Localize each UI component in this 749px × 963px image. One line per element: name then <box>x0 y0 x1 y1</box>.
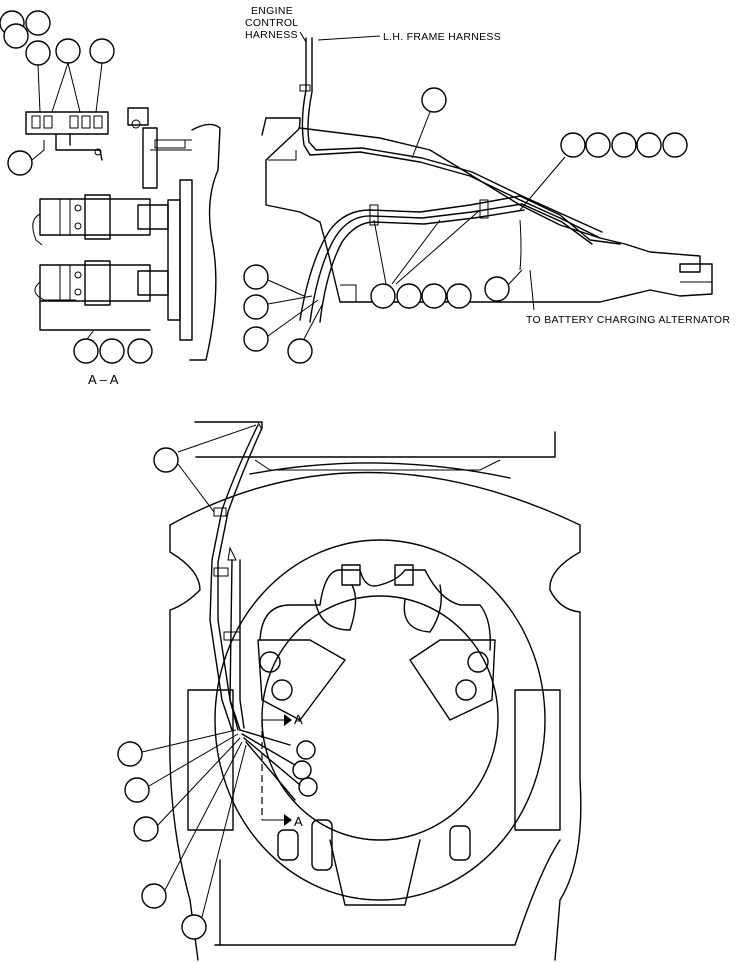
callout-balloon <box>243 326 269 352</box>
callout-balloon <box>560 132 586 158</box>
callout-balloon <box>243 294 269 320</box>
battery-charging-alternator-label: TO BATTERY CHARGING ALTERNATOR <box>526 314 730 326</box>
callout-balloon <box>7 150 33 176</box>
callout-balloon <box>117 741 143 767</box>
section-arrow-icon <box>284 714 292 726</box>
callout-balloon <box>181 914 207 940</box>
callout-balloon <box>421 283 447 309</box>
callout-balloon <box>55 38 81 64</box>
callout-balloon <box>25 10 51 36</box>
callout-balloon <box>287 338 313 364</box>
side-view-harness: ENGINE CONTROL HARNESS L.H. FRAME HARNES… <box>243 5 730 364</box>
callout-balloon <box>127 338 153 364</box>
callout-balloon <box>396 283 422 309</box>
callout-balloon <box>611 132 637 158</box>
callout-balloon <box>25 40 51 66</box>
section-marker-a-bottom: A <box>294 814 303 829</box>
callout-balloon <box>585 132 611 158</box>
callout-balloon <box>133 816 159 842</box>
section-marker-a-top: A <box>294 712 303 727</box>
callout-balloon <box>446 283 472 309</box>
callout-balloon <box>99 338 125 364</box>
callout-balloon <box>153 447 179 473</box>
callout-balloon <box>484 276 510 302</box>
section-label-a-a: A – A <box>88 372 119 387</box>
engine-control-harness-label-line2: CONTROL <box>245 17 298 29</box>
front-view-engine: A A <box>117 421 582 961</box>
lh-frame-harness-label: L.H. FRAME HARNESS <box>383 31 501 43</box>
section-a-a-detail: A – A <box>0 10 221 387</box>
callout-balloon <box>141 883 167 909</box>
callout-balloon <box>662 132 688 158</box>
callout-balloon <box>124 777 150 803</box>
section-arrow-icon <box>284 814 292 826</box>
callout-balloon <box>243 264 269 290</box>
callout-balloon <box>636 132 662 158</box>
engine-control-harness-label-line3: HARNESS <box>245 29 298 41</box>
callout-balloon <box>421 87 447 113</box>
callout-balloon <box>3 23 29 49</box>
callout-balloon <box>73 338 99 364</box>
engine-control-harness-label-line1: ENGINE <box>251 5 293 17</box>
callout-balloon <box>89 38 115 64</box>
callout-balloon <box>370 283 396 309</box>
